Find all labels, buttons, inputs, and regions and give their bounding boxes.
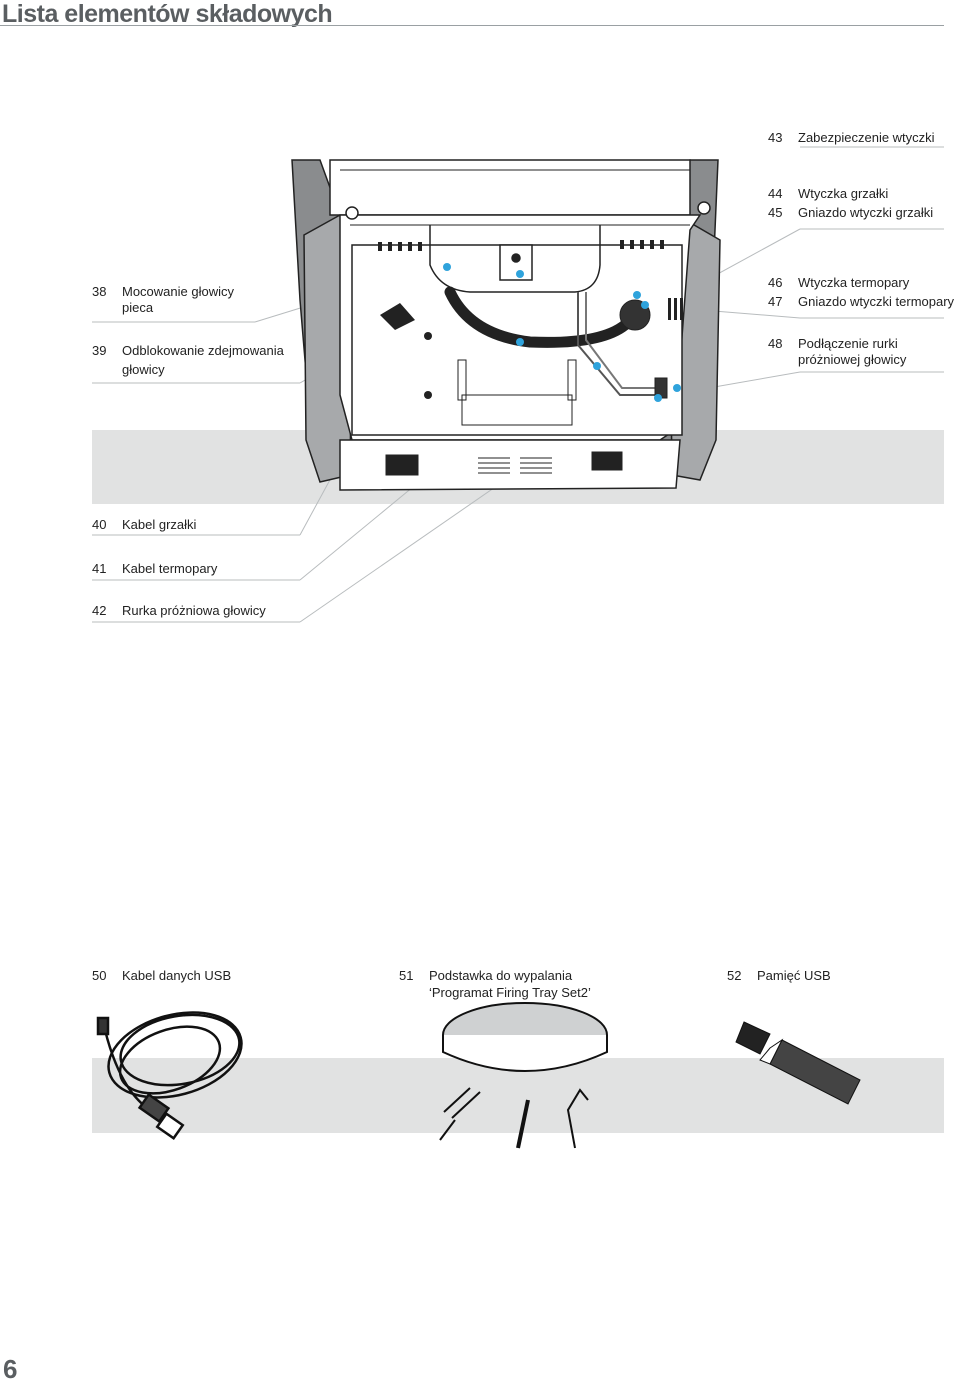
page-title: Lista elementów składowych xyxy=(2,0,333,28)
furnace-vents xyxy=(378,240,683,320)
callout-dots xyxy=(443,263,681,402)
page-number: 6 xyxy=(3,1354,18,1384)
usb-cable-illustration xyxy=(96,1011,243,1141)
usb-stick-illustration xyxy=(735,1021,861,1105)
vacuum-tube xyxy=(444,286,631,348)
unlock-pad xyxy=(380,303,415,330)
furnace-body xyxy=(329,159,711,491)
lower-structure xyxy=(385,359,623,476)
head-holder xyxy=(429,225,601,293)
title-rule xyxy=(0,25,944,26)
firing-tray-illustration xyxy=(439,1002,608,1149)
